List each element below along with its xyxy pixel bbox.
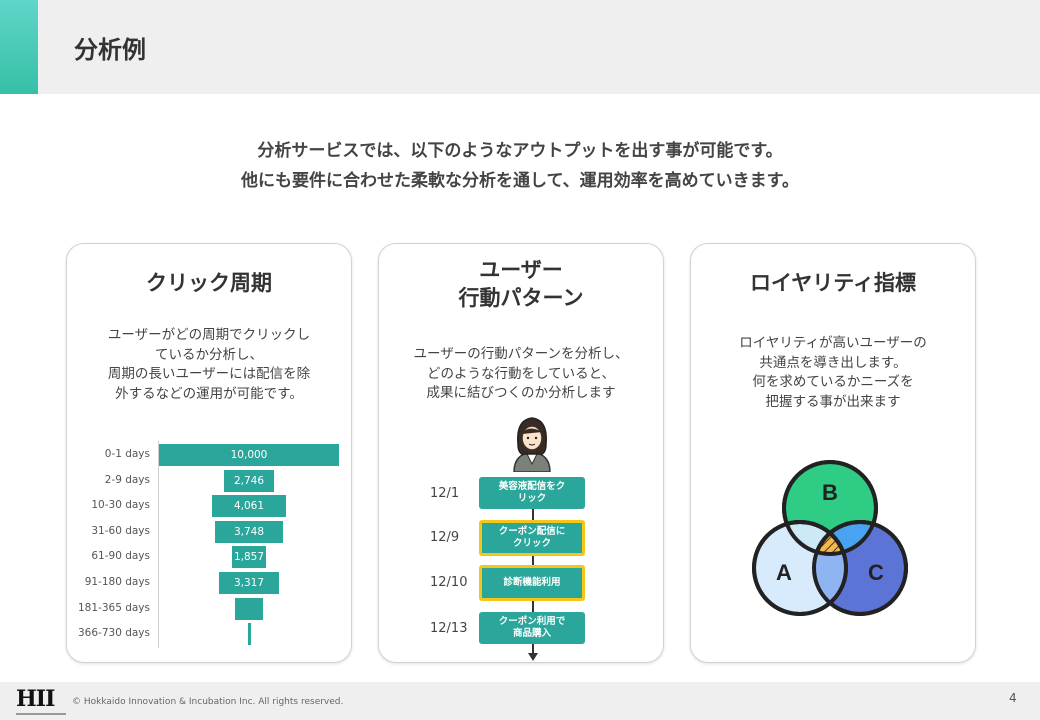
funnel-bar: 2,746 bbox=[224, 469, 274, 492]
desc-line: ロイヤリティが高いユーザーの bbox=[739, 335, 927, 351]
card-behavior-desc: ユーザーの行動パターンを分析し、 どのような行動をしていると、 成果に結びつくの… bbox=[378, 345, 664, 404]
title-line: ユーザー bbox=[479, 258, 563, 282]
funnel-bar: 1,857 bbox=[232, 546, 266, 569]
card-loyalty-desc: ロイヤリティが高いユーザーの 共通点を導き出します。 何を求めているかニーズを … bbox=[690, 334, 976, 412]
funnel-category-label: 181-365 days bbox=[78, 601, 150, 614]
timeline-date: 12/13 bbox=[430, 621, 468, 636]
person-icon bbox=[513, 417, 551, 472]
desc-line: 把握する事が出来ます bbox=[765, 393, 901, 410]
funnel-category-label: 91-180 days bbox=[84, 576, 150, 588]
footer-bar bbox=[0, 682, 1040, 720]
page-title: 分析例 bbox=[74, 36, 146, 64]
timeline-date: 12/10 bbox=[430, 575, 468, 590]
funnel-bar: 4,061 bbox=[212, 495, 286, 518]
funnel-bar: 3,317 bbox=[219, 572, 279, 594]
desc-line: ているか分析し、 bbox=[155, 346, 263, 363]
desc-line: 共通点を導き出します。 bbox=[759, 354, 907, 371]
event-line: クーポン配信に bbox=[498, 526, 566, 537]
page-number: 4 bbox=[1009, 691, 1017, 705]
timeline-date: 12/9 bbox=[430, 530, 460, 545]
logo-underline bbox=[16, 713, 66, 715]
copyright-text: © Hokkaido Innovation & Incubation Inc. … bbox=[72, 697, 344, 707]
event-line: 診断機能利用 bbox=[503, 577, 561, 588]
event-line: クリック bbox=[512, 538, 551, 549]
desc-line: ユーザーの行動パターンを分析し、 bbox=[413, 346, 629, 362]
funnel-category-label: 31-60 days bbox=[91, 524, 150, 537]
funnel-bar: 3,748 bbox=[215, 520, 283, 543]
timeline-event-highlighted: 診断機能利用 bbox=[479, 565, 585, 601]
company-logo: HII bbox=[16, 686, 55, 712]
funnel-axis bbox=[158, 441, 159, 648]
card-click-cycle-desc: ユーザーがどの周期でクリックし ているか分析し、 周期の長いユーザーには配信を除… bbox=[66, 326, 352, 404]
event-line: クーポン利用で bbox=[498, 616, 566, 627]
event-line: 商品購入 bbox=[512, 628, 551, 639]
venn-label-a: A bbox=[776, 560, 792, 585]
funnel-bar bbox=[235, 597, 263, 620]
desc-line: 周期の長いユーザーには配信を除 bbox=[107, 366, 311, 382]
desc-line: どのような行動をしていると、 bbox=[426, 365, 616, 382]
event-line: 美容液配信をク bbox=[498, 481, 566, 492]
intro-line-1: 分析サービスでは、以下のようなアウトプットを出す事が可能です。 bbox=[257, 141, 783, 161]
venn-label-b: B bbox=[822, 480, 838, 505]
venn-diagram-icon: B A C bbox=[752, 460, 908, 616]
funnel-bar: 10,000 bbox=[159, 444, 339, 466]
desc-line: 何を求めているかニーズを bbox=[752, 374, 914, 390]
desc-line: 成果に結びつくのか分析します bbox=[426, 385, 616, 401]
card-behavior-title: ユーザー 行動パターン bbox=[378, 256, 664, 312]
header-accent bbox=[0, 0, 38, 94]
funnel-category-label: 61-90 days bbox=[91, 550, 150, 563]
timeline-event: 美容液配信をクリック bbox=[479, 477, 585, 509]
card-click-cycle-title: クリック周期 bbox=[146, 271, 272, 295]
funnel-category-label: 2-9 days bbox=[104, 473, 150, 486]
timeline-arrow-icon bbox=[528, 653, 538, 661]
funnel-category-label: 366-730 days bbox=[78, 627, 150, 640]
timeline-event: クーポン利用で商品購入 bbox=[479, 612, 585, 644]
funnel-category-label: 10-30 days bbox=[91, 499, 150, 512]
title-line: 行動パターン bbox=[458, 286, 584, 310]
desc-line: 外するなどの運用が可能です。 bbox=[115, 385, 303, 402]
event-line: リック bbox=[517, 493, 547, 504]
card-loyalty-title: ロイヤリティ指標 bbox=[749, 271, 917, 295]
timeline-event-highlighted: クーポン配信にクリック bbox=[479, 520, 585, 556]
intro-line-2: 他にも要件に合わせた柔軟な分析を通して、運用効率を高めていきます。 bbox=[241, 171, 799, 191]
timeline-date: 12/1 bbox=[430, 486, 460, 501]
desc-line: ユーザーがどの周期でクリックし bbox=[107, 327, 311, 343]
venn-label-c: C bbox=[868, 560, 884, 585]
funnel-bar bbox=[247, 623, 251, 646]
funnel-category-label: 0-1 days bbox=[104, 448, 150, 460]
header-bar bbox=[0, 0, 1040, 94]
